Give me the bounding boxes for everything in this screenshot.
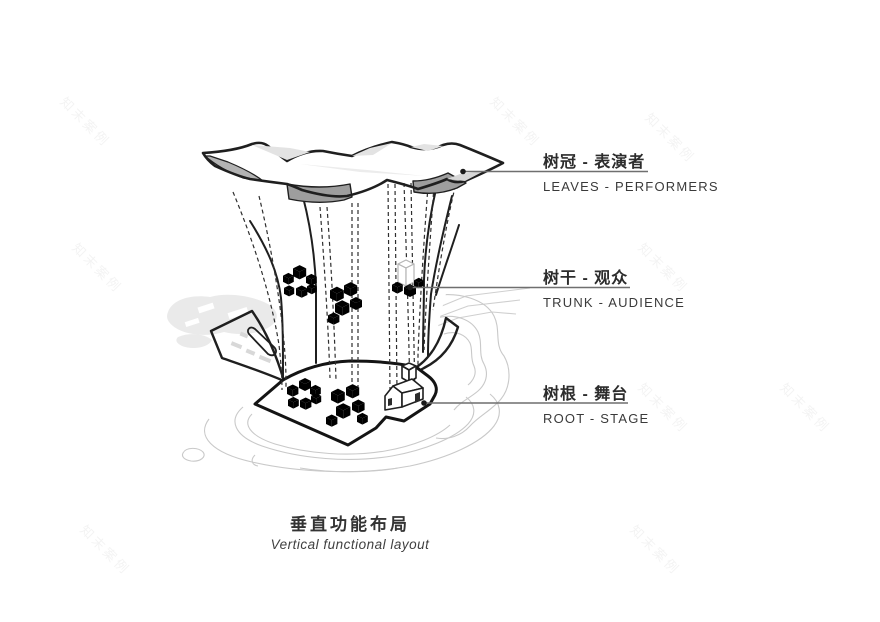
label-root: 树根 - 舞台 ROOT - STAGE <box>543 380 649 426</box>
leader-trunk <box>407 284 630 291</box>
diagram-title-en: Vertical functional layout <box>270 537 430 552</box>
leader-dot-root <box>421 400 427 406</box>
diagram-title-zh: 垂直功能布局 <box>290 515 410 534</box>
leader-dot-leaves <box>460 168 466 175</box>
label-trunk-en: TRUNK - AUDIENCE <box>543 295 685 310</box>
label-trunk-zh: 树干 - 观众 <box>543 270 629 287</box>
trunk-audience-boxes <box>283 260 424 325</box>
label-leaves-zh: 树冠 - 表演者 <box>543 154 646 171</box>
label-leaves-en: LEAVES - PERFORMERS <box>543 179 719 194</box>
base-arm-notch <box>247 326 277 357</box>
stage-buildings <box>287 362 424 427</box>
canopy-leaves-zone <box>201 140 505 203</box>
label-leaves: 树冠 - 表演者 LEAVES - PERFORMERS <box>543 148 719 194</box>
leader-leaves <box>460 168 648 175</box>
leader-root <box>421 400 628 406</box>
label-root-zh: 树根 - 舞台 <box>543 386 629 403</box>
diagram-title: 垂直功能布局 Vertical functional layout <box>230 510 470 552</box>
site-context-contours <box>167 287 531 473</box>
leader-dot-trunk <box>407 284 413 291</box>
trunk-marker-building <box>392 260 424 297</box>
stage-house <box>384 362 424 411</box>
label-trunk: 树干 - 观众 TRUNK - AUDIENCE <box>543 264 685 310</box>
label-root-en: ROOT - STAGE <box>543 411 650 426</box>
